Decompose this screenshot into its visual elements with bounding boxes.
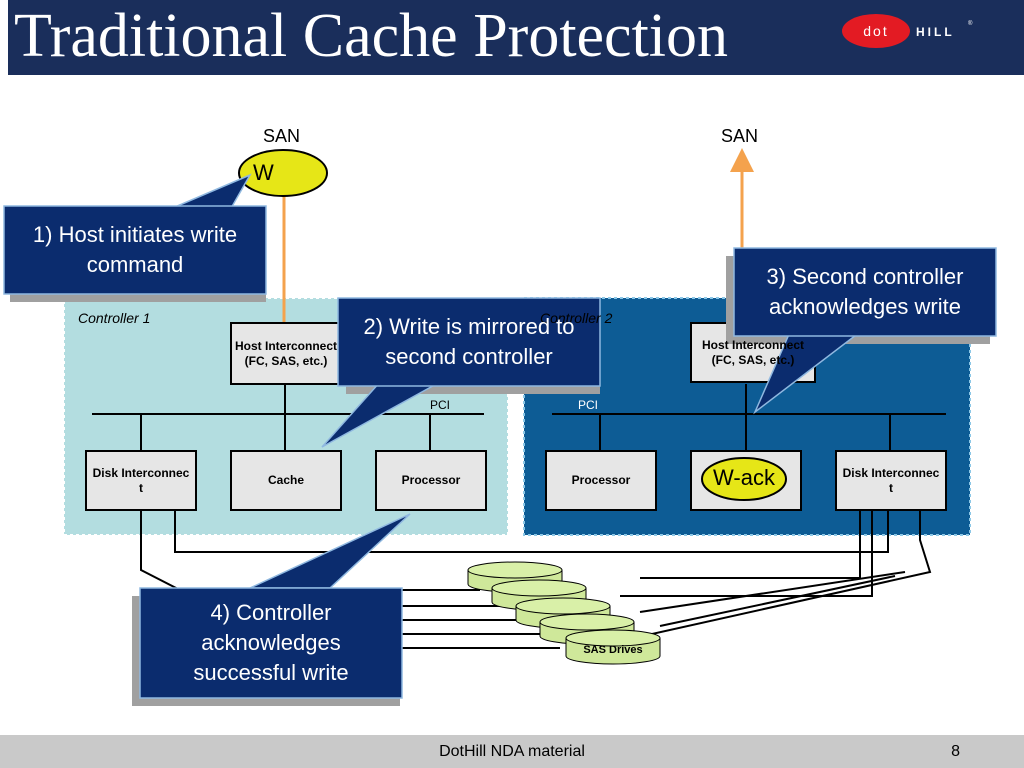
logo-red-oval (842, 14, 910, 48)
callout-1-pointer (167, 173, 252, 211)
disk-interconnect-label-2: Disk Interconnec t (842, 465, 940, 495)
title-bar-accent (0, 0, 8, 75)
callout-2-box (337, 297, 601, 387)
footer-bar (0, 735, 1024, 768)
w-badge (238, 149, 328, 197)
footer-text: DotHill NDA material (439, 743, 585, 760)
disk-interconnect-box-2 (835, 450, 947, 511)
pci-label-2: PCI (578, 398, 599, 412)
callout-4-text: 4) Controller acknowledges successful wr… (193, 600, 349, 685)
callout-1-box (3, 205, 267, 295)
processor-box-1 (375, 450, 487, 511)
cache-label-1: Cache (267, 473, 305, 487)
callout-4-box (139, 587, 403, 699)
processor-label-1: Processor (401, 473, 461, 487)
w-ack-badge (701, 457, 787, 501)
callout-1-text: 1) Host initiates write command (32, 222, 238, 277)
sas-drives-label: SAS Drives (583, 643, 643, 656)
disk-interconnect-label-1: Disk Interconnec t (92, 465, 190, 495)
w-label: W (253, 160, 274, 185)
logo-prefix: dot (863, 23, 888, 39)
logo-name: HILL (916, 25, 955, 39)
processor-box-2 (545, 450, 657, 511)
page-number: 8 (951, 743, 960, 760)
logo-registered: ® (968, 20, 973, 27)
controller2-label: Controller 2 (540, 310, 613, 326)
w-ack-label: W-ack (713, 465, 775, 490)
host-interconnect-label-1: Host Interconnect (FC, SAS, etc.) (234, 338, 337, 368)
host-interconnect-label-2: Host Interconnect (FC, SAS, etc.) (701, 337, 804, 367)
diagram (3, 148, 997, 706)
callout-2-text: 2) Write is mirrored to second controlle… (363, 314, 575, 369)
cache-box-1 (230, 450, 342, 511)
sas-drives-stack (467, 561, 661, 665)
pci-label-1: PCI (430, 398, 451, 412)
callout-3-text: 3) Second controller acknowledges write (766, 264, 964, 319)
callout-3-box (733, 247, 997, 337)
processor-label-2: Processor (571, 473, 631, 487)
san-left-label: SAN (263, 126, 301, 146)
disk-interconnect-box-1 (85, 450, 197, 511)
dothill-logo: dot HILL ® (842, 14, 973, 48)
controller1-label: Controller 1 (78, 310, 151, 326)
slide-title: Traditional Cache Protection (14, 2, 729, 70)
wire-ctl1-disk-1 (174, 510, 889, 553)
san-right-label: SAN (721, 126, 759, 146)
